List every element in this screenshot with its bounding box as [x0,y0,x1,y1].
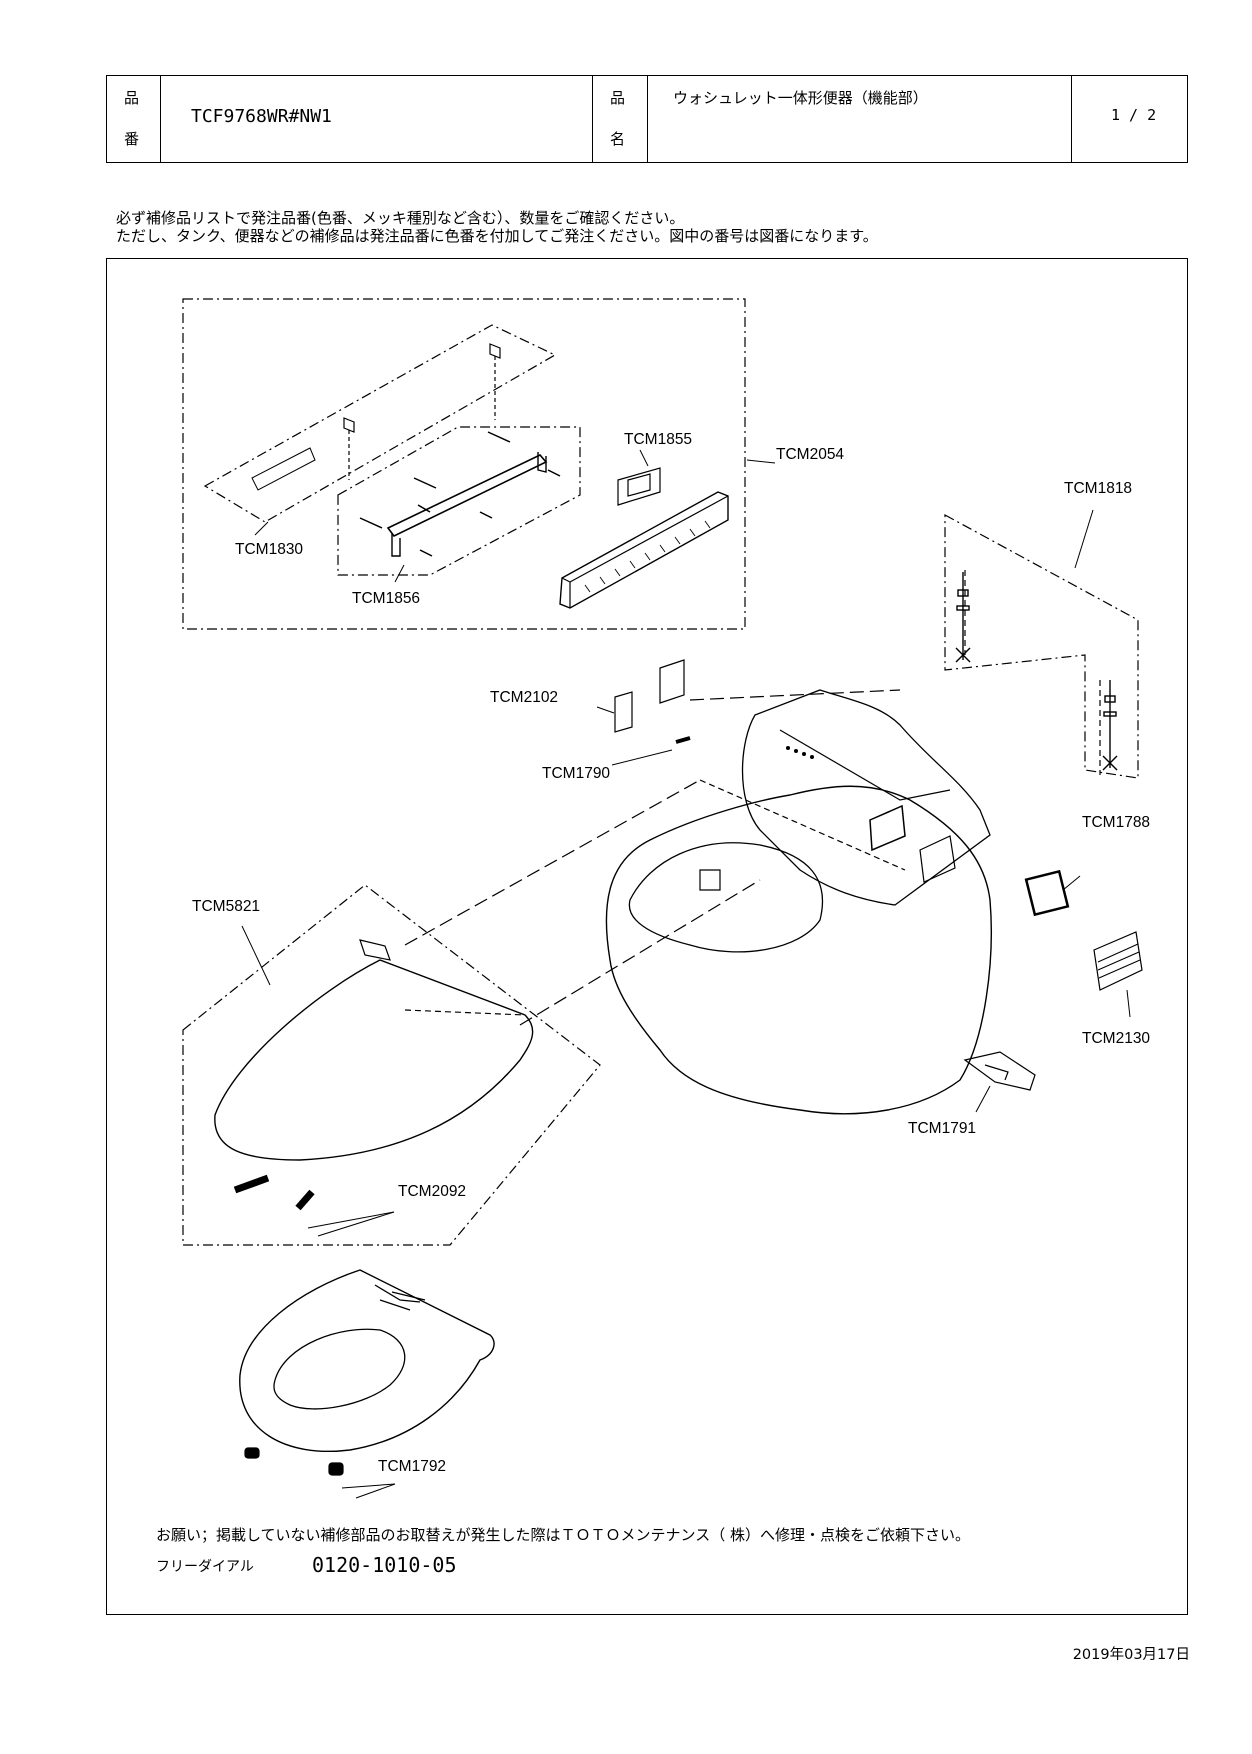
mount-plate-2 [659,659,685,704]
lid-outline [182,884,601,1246]
toilet-seat [239,1269,495,1452]
leader-lines [241,449,1131,1499]
mount-plate [614,691,633,733]
part-label-tcm1790: TCM1790 [542,765,611,782]
filter [1024,869,1070,917]
toilet-bowl [605,785,992,1115]
tank-bolts [955,572,1118,771]
hinban-label-2: 番 [124,130,140,148]
part-label-tcm1792: TCM1792 [378,1458,447,1475]
seat-cable [374,1284,426,1311]
header-table: 品 番 TCF9768WR#NW1 品 名 ウォシュレット一体形便器（機能部） … [106,75,1188,163]
hinban-label-1: 品 [124,89,140,107]
diagram-frame [106,258,1188,1615]
drain-cover [1093,931,1143,991]
freedial-label: フリーダイアル [156,1559,254,1575]
washlet-unit [741,689,991,906]
part-label-tcm1791: TCM1791 [908,1120,977,1137]
part-label-tcm1788: TCM1788 [1082,814,1151,831]
part-label-tcm1856: TCM1856 [352,590,421,607]
clip-left [343,417,355,433]
bowl-opening [628,842,824,953]
part-label-tcm2130: TCM2130 [1082,1030,1151,1047]
toilet-lid [214,959,534,1161]
clip-right [489,343,501,359]
screw [675,736,691,744]
side-grille [919,835,956,883]
note-line-1: 必ず補修品リストで発注品番(色番、メッキ種別など含む）、数量をご確認ください。 [116,209,685,227]
bracket-screws [359,431,561,557]
hinmei-label-2: 名 [610,130,626,148]
part-label-tcm1830: TCM1830 [235,541,304,558]
seat-foot-1 [244,1447,260,1459]
freedial-number: 0120-1010-05 [312,1553,457,1577]
issue-date: 2019年03月17日 [1072,1647,1190,1663]
part-label-tcm1818: TCM1818 [1064,480,1133,497]
remote-bracket [617,467,661,506]
note-line-2: ただし、タンク、便器などの補修品は発注品番に色番を付加してご発注ください。図中の… [116,227,878,245]
part-label-tcm2054: TCM2054 [776,446,845,463]
part-label-tcm2092: TCM2092 [398,1183,467,1200]
part-label-tcm1855: TCM1855 [624,431,693,448]
bracket-rail [386,454,548,538]
seat-foot-2 [328,1462,344,1476]
label-plate-outline [203,324,557,523]
product-code: TCF9768WR#NW1 [191,106,332,127]
inset-box [182,298,746,630]
washlet-buttons [786,746,814,759]
side-bracket [869,804,906,852]
part-label-tcm5821: TCM5821 [192,898,261,915]
floor-bracket [963,1051,1036,1091]
repair-request-note: お願い；掲載していない補修部品のお取替えが発生した際はＴＯＴＯメンテナンス（ 株… [156,1526,971,1544]
bracket-outline [337,426,581,576]
part-label-tcm2102: TCM2102 [490,689,559,706]
seat-opening [273,1328,406,1410]
hinmei-label-1: 品 [610,89,626,107]
remote-panel [559,491,729,609]
lid-pin-1 [233,1174,270,1194]
label-plate [251,447,316,491]
lid-pin-2 [295,1189,315,1211]
product-name: ウォシュレット一体形便器（機能部） [673,89,928,107]
page-number: 1 / 2 [1111,106,1157,124]
tank-bolt-outline [944,513,1139,779]
